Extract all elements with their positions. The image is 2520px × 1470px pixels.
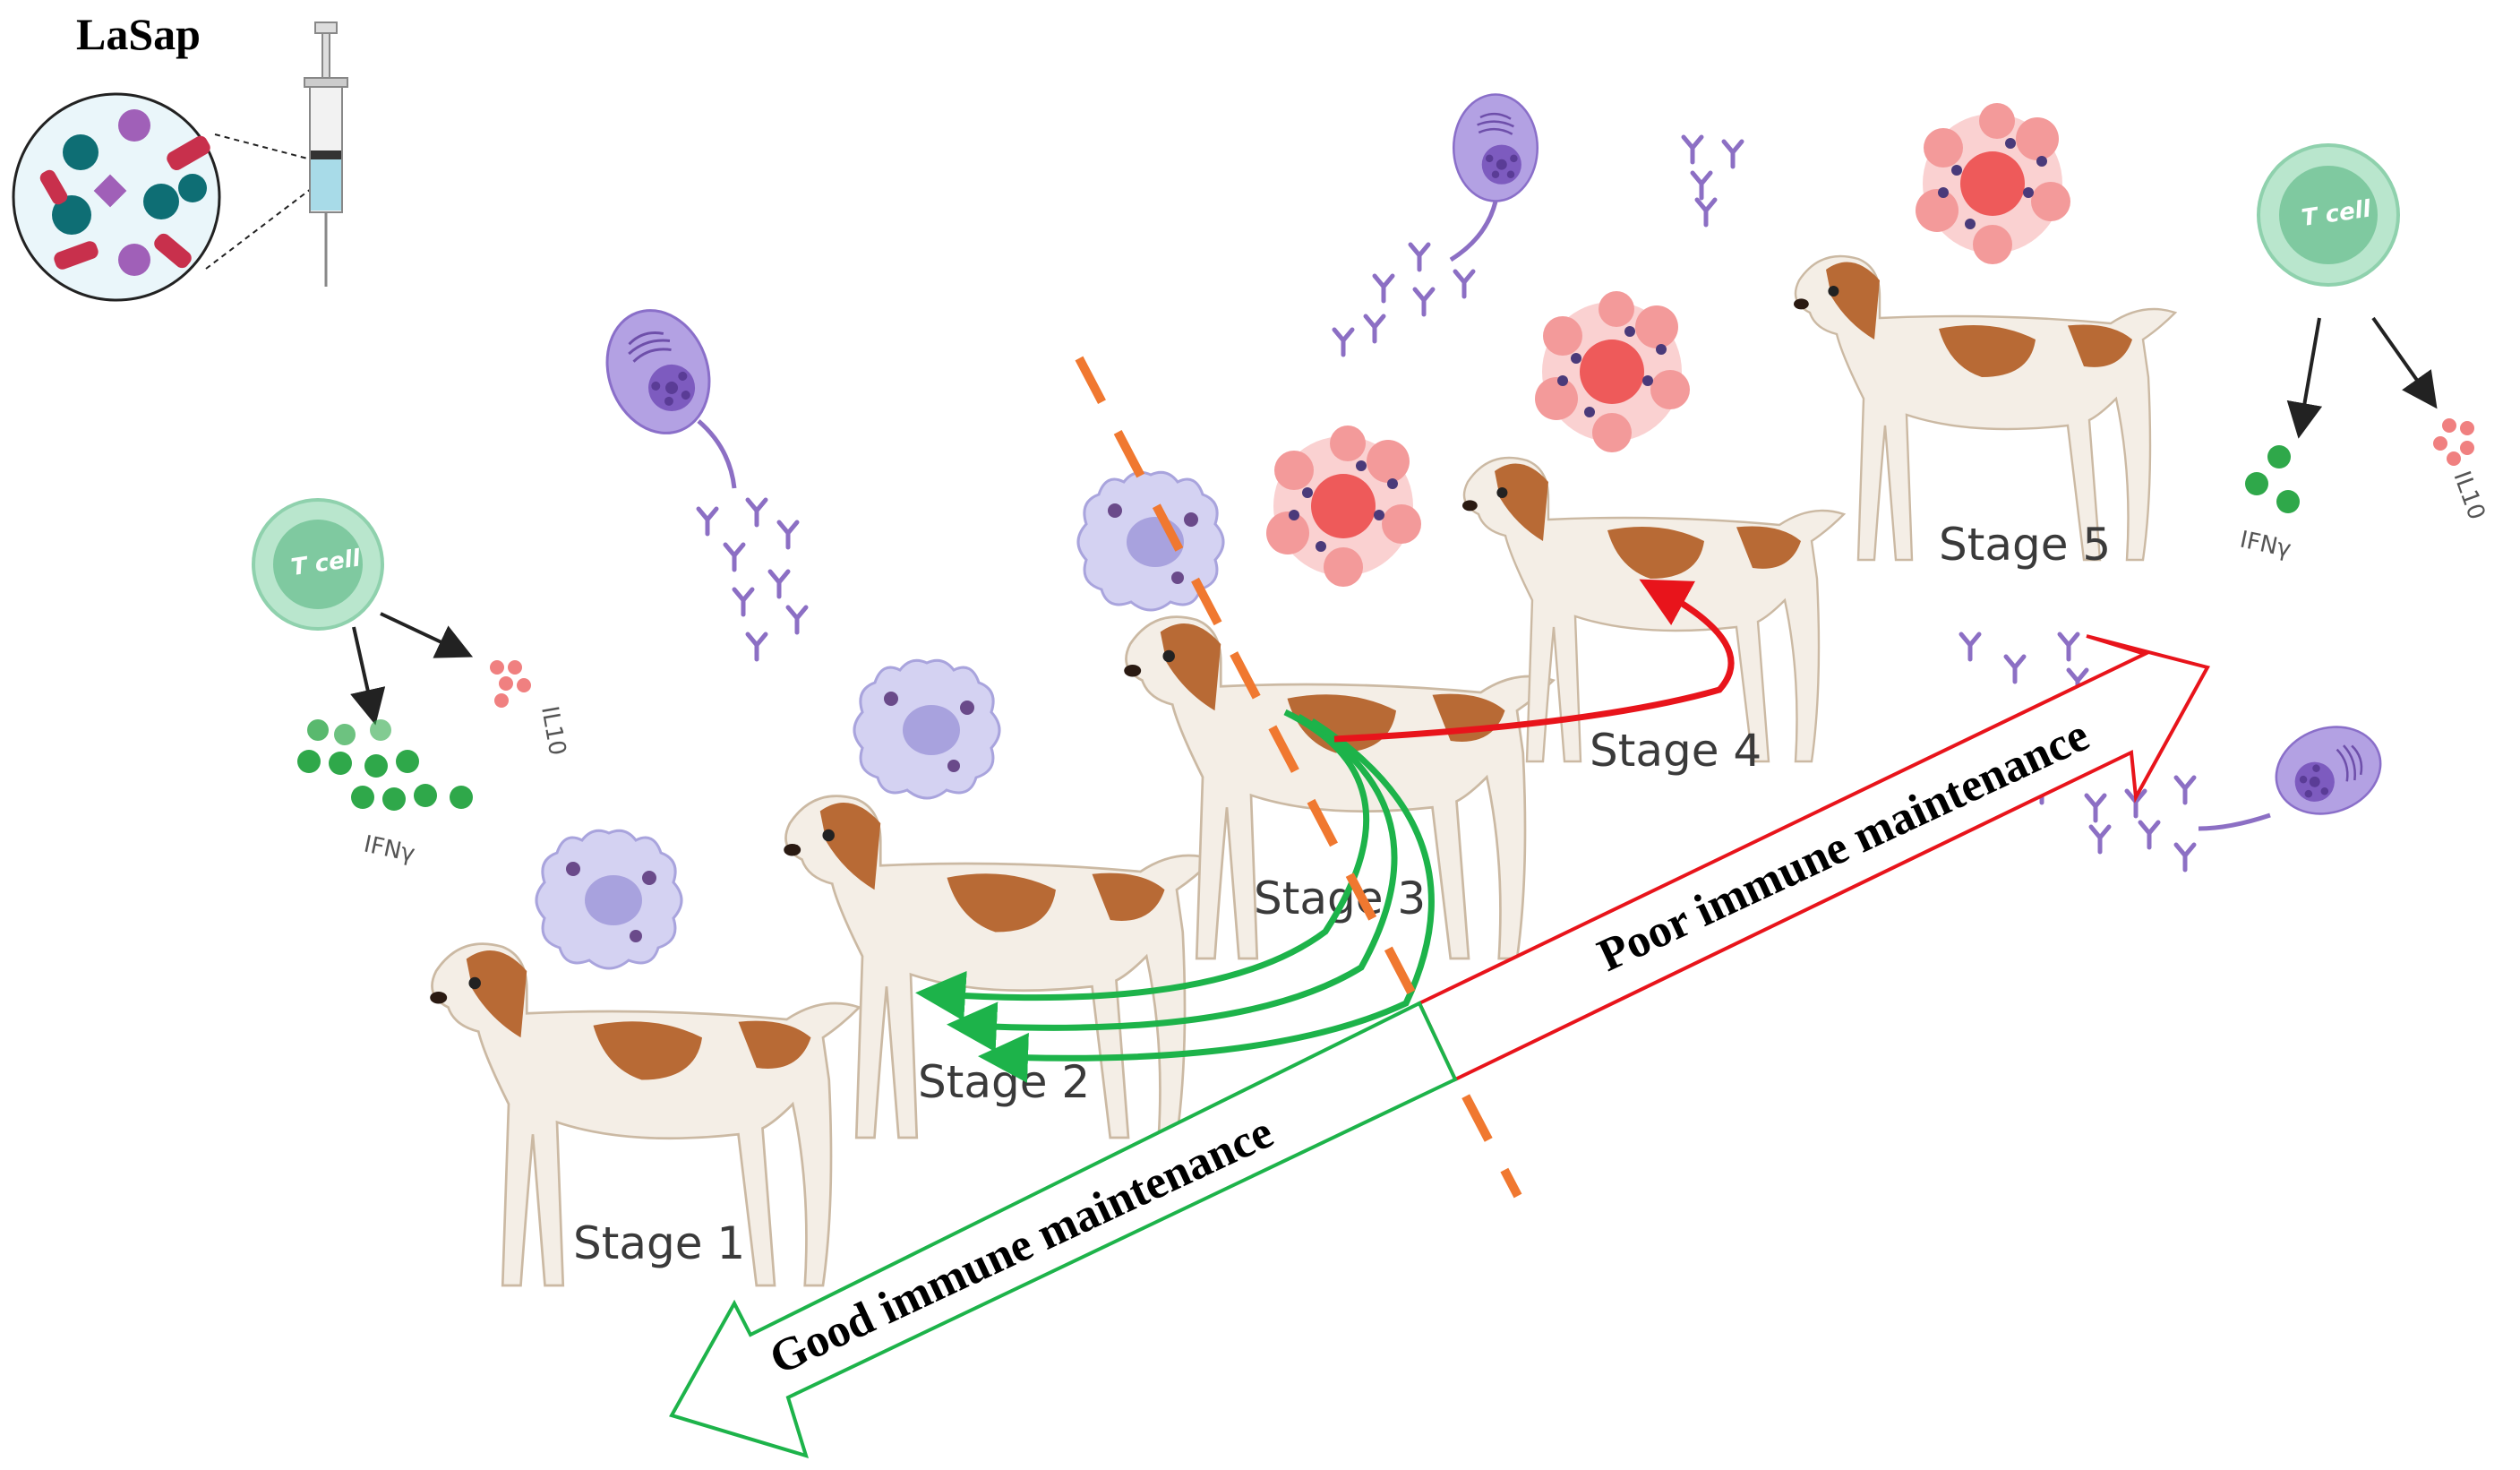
ifn-cytokines: [2245, 445, 2300, 513]
good-regression-arrows: [915, 709, 1435, 1083]
poor-progression-arrow: [1333, 579, 1735, 743]
syringe-icon: [304, 21, 348, 287]
t-cell-icon: T cell: [2257, 143, 2400, 287]
infected-cell-icon: [1916, 103, 2070, 264]
dog-icon: [1461, 456, 1846, 763]
il10-cytokines: [490, 660, 531, 708]
stage-2-label: Stage 2: [918, 1056, 1090, 1108]
macrophage-icon: [853, 658, 1001, 800]
good-maintenance-arrow: [669, 1001, 1458, 1458]
ifn-label-right: IFNγ: [2238, 527, 2293, 563]
macrophage-icon: [535, 829, 683, 970]
poor-maintenance-arrow: [1417, 634, 2210, 1082]
stage-5-label: Stage 5: [1939, 519, 2111, 571]
plasma-cell-icon: [2262, 711, 2395, 830]
t-cell-icon: T cell: [252, 498, 384, 631]
stage-3-label: Stage 3: [1254, 873, 1426, 924]
stage-1-label: Stage 1: [573, 1217, 745, 1269]
good-maintenance-label: Good immune maintenance: [762, 1106, 1281, 1384]
il10-cytokines: [2433, 418, 2474, 466]
stage-4-label: Stage 4: [1590, 725, 1761, 777]
infected-cell-icon: [1266, 426, 1421, 587]
antibody-icon: [1334, 137, 1742, 355]
il10-label-right: IL10: [2447, 468, 2490, 523]
dog-icon: [1792, 254, 2177, 562]
vaccine-particles-icon: [12, 92, 221, 302]
il10-label-left: IL10: [536, 704, 570, 758]
lasap-title: LaSap: [76, 9, 201, 59]
antibody-icon: [699, 500, 806, 659]
ifn-label-left: IFNγ: [362, 831, 417, 868]
plasma-cell-icon: [1452, 93, 1539, 202]
infected-cell-icon: [1535, 291, 1690, 452]
ifn-cytokines: [297, 719, 473, 811]
